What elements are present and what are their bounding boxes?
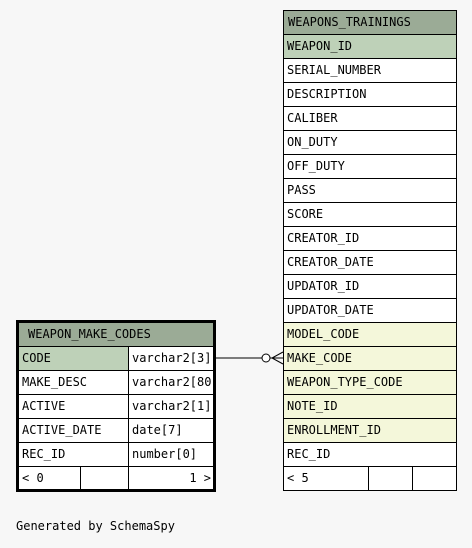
weapons-trainings-column-row[interactable]: CALIBER xyxy=(284,107,456,131)
weapons-trainings-column-row[interactable]: SCORE xyxy=(284,203,456,227)
weapons-trainings-column-row[interactable]: NOTE_ID xyxy=(284,395,456,419)
weapons-trainings-column-row[interactable]: PASS xyxy=(284,179,456,203)
column-name: ACTIVE_DATE xyxy=(22,423,102,437)
weapons-trainings-title: WEAPONS_TRAININGS xyxy=(288,15,411,29)
weapon-make-codes-column-row[interactable]: ACTIVE varchar2[1] xyxy=(19,395,213,419)
weapon-make-codes-column-row[interactable]: MAKE_DESC varchar2[80] xyxy=(19,371,213,395)
column-name: PASS xyxy=(287,183,316,197)
weapons-trainings-column-row[interactable]: WEAPON_TYPE_CODE xyxy=(284,371,456,395)
weapons-trainings-column-row[interactable]: OFF_DUTY xyxy=(284,155,456,179)
column-name: UPDATOR_ID xyxy=(287,279,360,293)
column-type: date[7] xyxy=(128,419,213,442)
weapon-make-codes-footer-left: < 0 xyxy=(22,471,44,485)
weapons-trainings-column-row[interactable]: UPDATOR_ID xyxy=(284,275,456,299)
column-name: ENROLLMENT_ID xyxy=(287,423,381,437)
weapons-trainings-header[interactable]: WEAPONS_TRAININGS xyxy=(284,11,456,35)
weapons-trainings-footer: < 5 xyxy=(284,467,456,491)
column-name: ACTIVE xyxy=(22,399,66,413)
weapons-trainings-column-row[interactable]: ON_DUTY xyxy=(284,131,456,155)
zero-optional-marker xyxy=(261,353,271,363)
crows-foot-many-marker xyxy=(270,351,284,365)
column-name: WEAPON_TYPE_CODE xyxy=(287,375,403,389)
column-name: WEAPON_ID xyxy=(287,39,353,53)
column-type: varchar2[3] xyxy=(128,347,213,370)
weapons-trainings-table[interactable]: WEAPONS_TRAININGS WEAPON_ID SERIAL_NUMBER… xyxy=(283,10,457,491)
column-name: OFF_DUTY xyxy=(287,159,345,173)
weapons-trainings-column-row[interactable]: ENROLLMENT_ID xyxy=(284,419,456,443)
column-name: MAKE_DESC xyxy=(22,375,88,389)
weapons-trainings-footer-left: < 5 xyxy=(287,471,309,485)
column-name: SCORE xyxy=(287,207,324,221)
weapon-make-codes-column-row[interactable]: ACTIVE_DATE date[7] xyxy=(19,419,213,443)
column-type: number[0] xyxy=(128,443,213,466)
column-name: MAKE_CODE xyxy=(287,351,353,365)
column-type: varchar2[80] xyxy=(128,371,213,394)
weapons-trainings-column-row[interactable]: MAKE_CODE xyxy=(284,347,456,371)
weapon-make-codes-footer-mid xyxy=(80,467,128,491)
column-name: UPDATOR_DATE xyxy=(287,303,374,317)
weapon-make-codes-footer-right: 1 > xyxy=(128,467,213,491)
weapons-trainings-column-row[interactable]: CREATOR_ID xyxy=(284,227,456,251)
column-name: CALIBER xyxy=(287,111,338,125)
weapons-trainings-column-row[interactable]: REC_ID xyxy=(284,443,456,467)
weapon-make-codes-title: WEAPON_MAKE_CODES xyxy=(28,327,151,341)
weapon-make-codes-column-row[interactable]: REC_ID number[0] xyxy=(19,443,213,467)
weapons-trainings-footer-mid xyxy=(368,467,412,491)
column-name: DESCRIPTION xyxy=(287,87,367,101)
column-name: NOTE_ID xyxy=(287,399,338,413)
column-type: varchar2[1] xyxy=(128,395,213,418)
weapons-trainings-column-row[interactable]: DESCRIPTION xyxy=(284,83,456,107)
weapon-make-codes-header[interactable]: WEAPON_MAKE_CODES xyxy=(19,323,213,347)
generated-by-label: Generated by SchemaSpy xyxy=(16,519,175,533)
column-name: CODE xyxy=(19,347,128,370)
weapon-make-codes-footer: < 0 1 > xyxy=(19,467,213,491)
column-name: REC_ID xyxy=(287,447,331,461)
weapons-trainings-footer-right xyxy=(412,467,456,491)
weapons-trainings-column-row[interactable]: MODEL_CODE xyxy=(284,323,456,347)
column-name: ON_DUTY xyxy=(287,135,338,149)
column-name: MODEL_CODE xyxy=(287,327,360,341)
weapons-trainings-column-row[interactable]: CREATOR_DATE xyxy=(284,251,456,275)
column-name: SERIAL_NUMBER xyxy=(287,63,381,77)
weapons-trainings-column-row[interactable]: UPDATOR_DATE xyxy=(284,299,456,323)
weapons-trainings-column-row[interactable]: SERIAL_NUMBER xyxy=(284,59,456,83)
column-name: CREATOR_ID xyxy=(287,231,360,245)
weapons-trainings-column-row[interactable]: WEAPON_ID xyxy=(284,35,456,59)
column-name: CREATOR_DATE xyxy=(287,255,374,269)
column-name: REC_ID xyxy=(22,447,66,461)
